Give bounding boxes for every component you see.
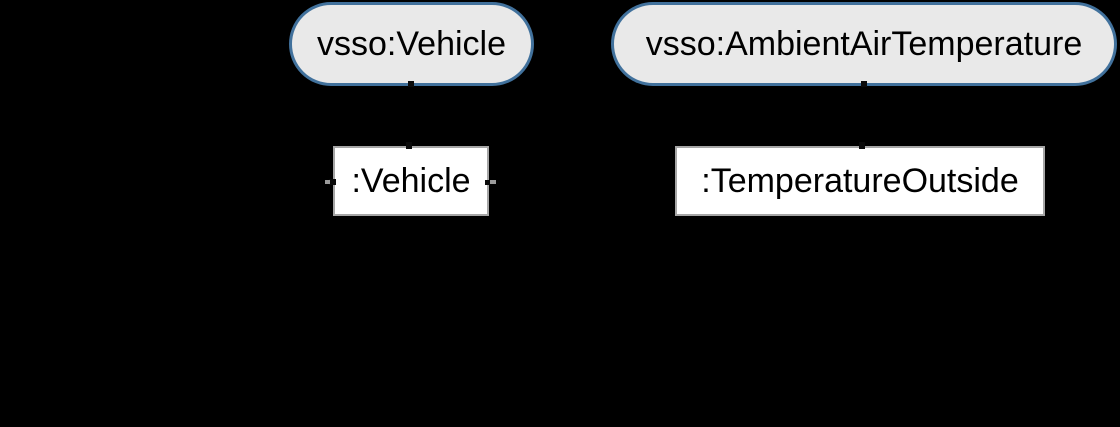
instance-node-temperature-outside: :TemperatureOutside bbox=[675, 146, 1045, 216]
connector-remnant-stub bbox=[325, 180, 330, 184]
instance-node-vehicle-label: :Vehicle bbox=[351, 161, 471, 200]
connector-remnant-tick bbox=[859, 142, 865, 149]
connector-remnant-tick bbox=[329, 179, 336, 185]
instance-node-vehicle: :Vehicle bbox=[333, 146, 489, 216]
connector-remnant-stub bbox=[490, 180, 496, 184]
class-node-vsso-vehicle-label: vsso:Vehicle bbox=[317, 24, 506, 63]
class-node-vsso-ambient-air-temperature: vsso:AmbientAirTemperature bbox=[611, 2, 1117, 86]
connector-remnant-tick bbox=[485, 180, 490, 185]
connector-remnant-tick bbox=[861, 81, 867, 87]
connector-remnant-tick bbox=[406, 142, 412, 149]
class-node-vsso-vehicle: vsso:Vehicle bbox=[289, 2, 534, 86]
instance-node-temperature-outside-label: :TemperatureOutside bbox=[701, 161, 1019, 200]
class-node-vsso-ambient-air-temperature-label: vsso:AmbientAirTemperature bbox=[645, 24, 1083, 63]
connector-remnant-tick bbox=[408, 81, 414, 87]
